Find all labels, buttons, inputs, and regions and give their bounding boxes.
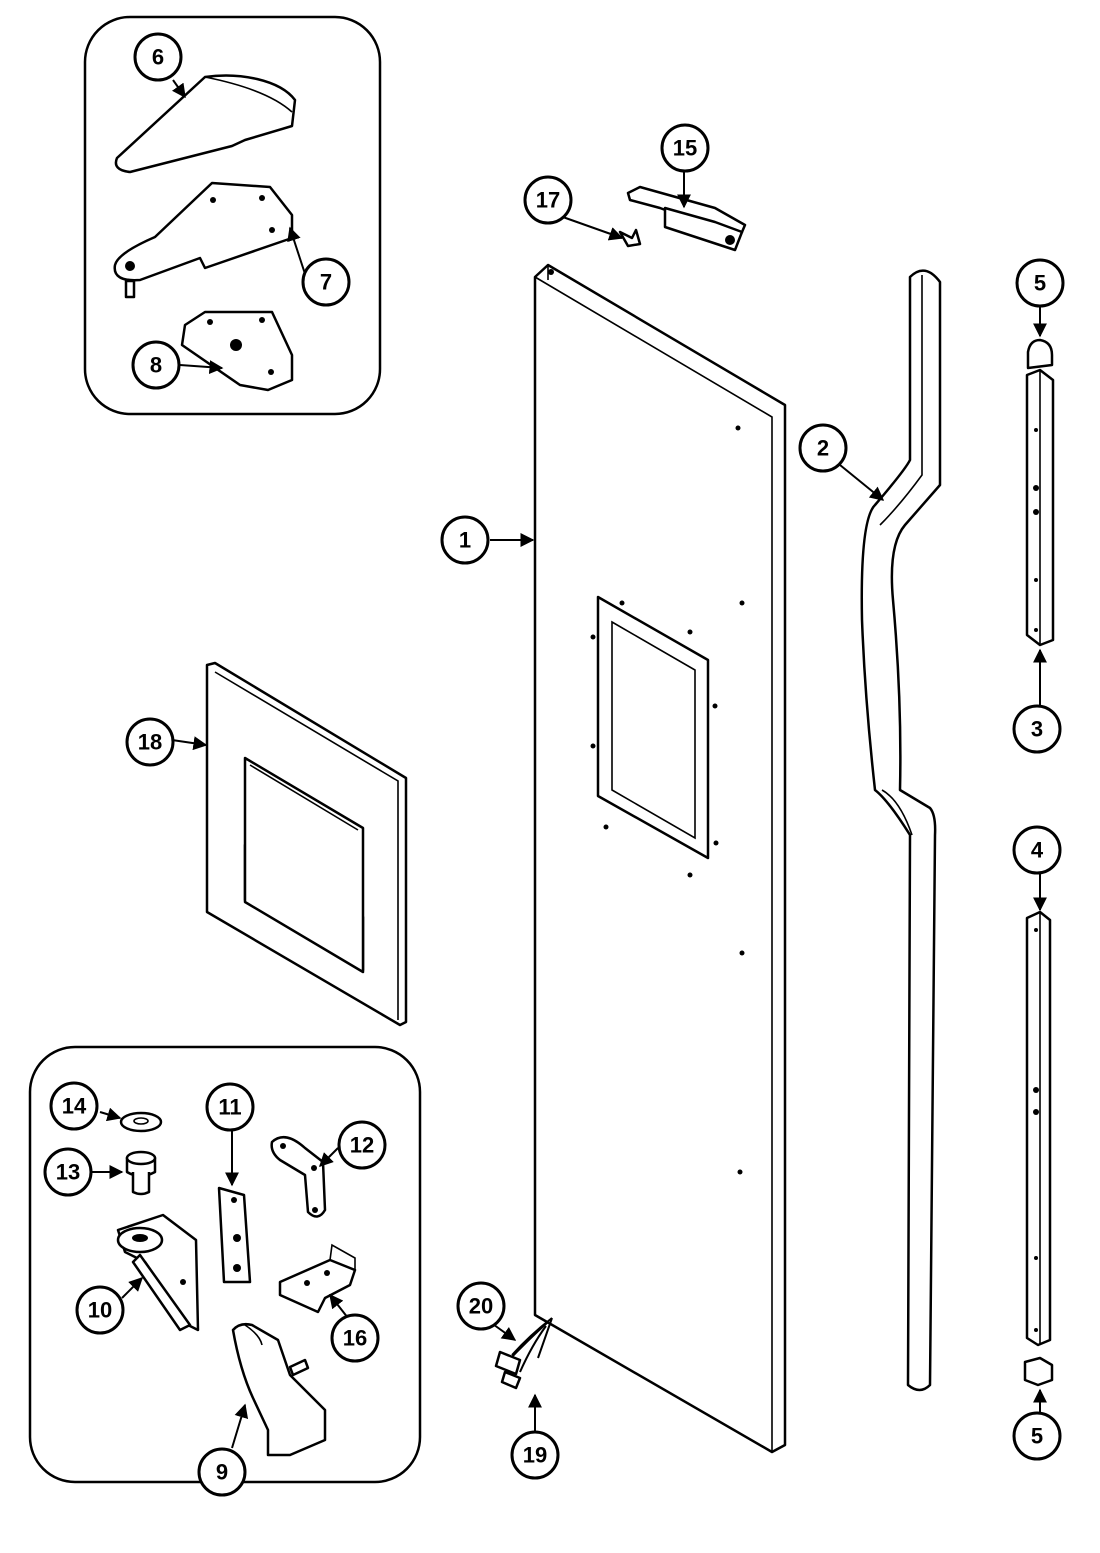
part-17-clip: [618, 228, 642, 248]
callout-7: 7: [301, 257, 351, 307]
svg-text:2: 2: [817, 436, 829, 461]
part-2-door-handle: [860, 269, 942, 1392]
svg-text:17: 17: [536, 188, 560, 213]
part-10-lower-hinge: [116, 1213, 200, 1332]
svg-text:5: 5: [1034, 271, 1046, 296]
callout-3: 3: [1012, 704, 1062, 754]
part-5-end-cap-top: [1026, 338, 1054, 370]
svg-text:20: 20: [469, 1294, 493, 1319]
svg-text:10: 10: [88, 1298, 112, 1323]
part-13-hinge-pin: [125, 1150, 157, 1196]
svg-text:12: 12: [350, 1133, 374, 1158]
callout-16: 16: [330, 1313, 380, 1363]
part-1-door-panel: [533, 263, 787, 1454]
callout-6: 6: [133, 32, 183, 82]
svg-text:6: 6: [152, 45, 164, 70]
part-6-hinge-cover: [114, 74, 297, 174]
callout-10: 10: [75, 1285, 125, 1335]
callout-17: 17: [523, 175, 573, 225]
callout-12: 12: [337, 1120, 387, 1170]
part-4-trim-strip: [1025, 910, 1052, 1347]
callout-9: 9: [197, 1447, 247, 1497]
callout-18: 18: [125, 717, 175, 767]
part-15-door-closer: [626, 185, 747, 252]
part-9-hinge-support: [231, 1322, 327, 1457]
part-16-angle-bracket: [278, 1243, 357, 1314]
hinge-group-frame: [83, 15, 382, 416]
callout-15: 15: [660, 123, 710, 173]
svg-text:18: 18: [138, 730, 162, 755]
svg-text:3: 3: [1031, 717, 1043, 742]
callout-11: 11: [205, 1082, 255, 1132]
leader-lines: [92, 79, 1047, 1449]
svg-text:5: 5: [1031, 1424, 1043, 1449]
svg-text:13: 13: [56, 1160, 80, 1185]
callout-20: 20: [456, 1281, 506, 1331]
svg-text:8: 8: [150, 353, 162, 378]
part-8-hinge-plate: [180, 310, 294, 392]
svg-text:19: 19: [523, 1443, 547, 1468]
callout-13: 13: [43, 1147, 93, 1197]
svg-text:11: 11: [218, 1095, 241, 1120]
callout-2: 2: [798, 423, 848, 473]
part-5-end-cap-bottom: [1023, 1356, 1054, 1387]
callout-14: 14: [49, 1081, 99, 1131]
svg-text:16: 16: [343, 1326, 367, 1351]
part-18-dispenser-frame: [205, 661, 408, 1027]
part-11-shim: [217, 1186, 252, 1284]
callout-5-top: 5: [1015, 258, 1065, 308]
part-3-trim-strip: [1025, 368, 1055, 647]
svg-text:4: 4: [1031, 838, 1044, 863]
part-19-20-wire-harness: [494, 1317, 553, 1390]
svg-text:7: 7: [320, 270, 332, 295]
part-7-hinge-bracket: [113, 181, 294, 299]
svg-text:1: 1: [459, 528, 471, 553]
callout-19: 19: [510, 1430, 560, 1480]
svg-text:15: 15: [673, 136, 697, 161]
part-14-washer: [119, 1111, 163, 1133]
callout-8: 8: [131, 340, 181, 390]
part-12-bracket: [270, 1135, 327, 1218]
callout-1: 1: [440, 515, 490, 565]
svg-text:9: 9: [216, 1460, 228, 1485]
svg-text:14: 14: [62, 1094, 87, 1119]
callout-4: 4: [1012, 825, 1062, 875]
callout-5-bottom: 5: [1012, 1411, 1062, 1461]
